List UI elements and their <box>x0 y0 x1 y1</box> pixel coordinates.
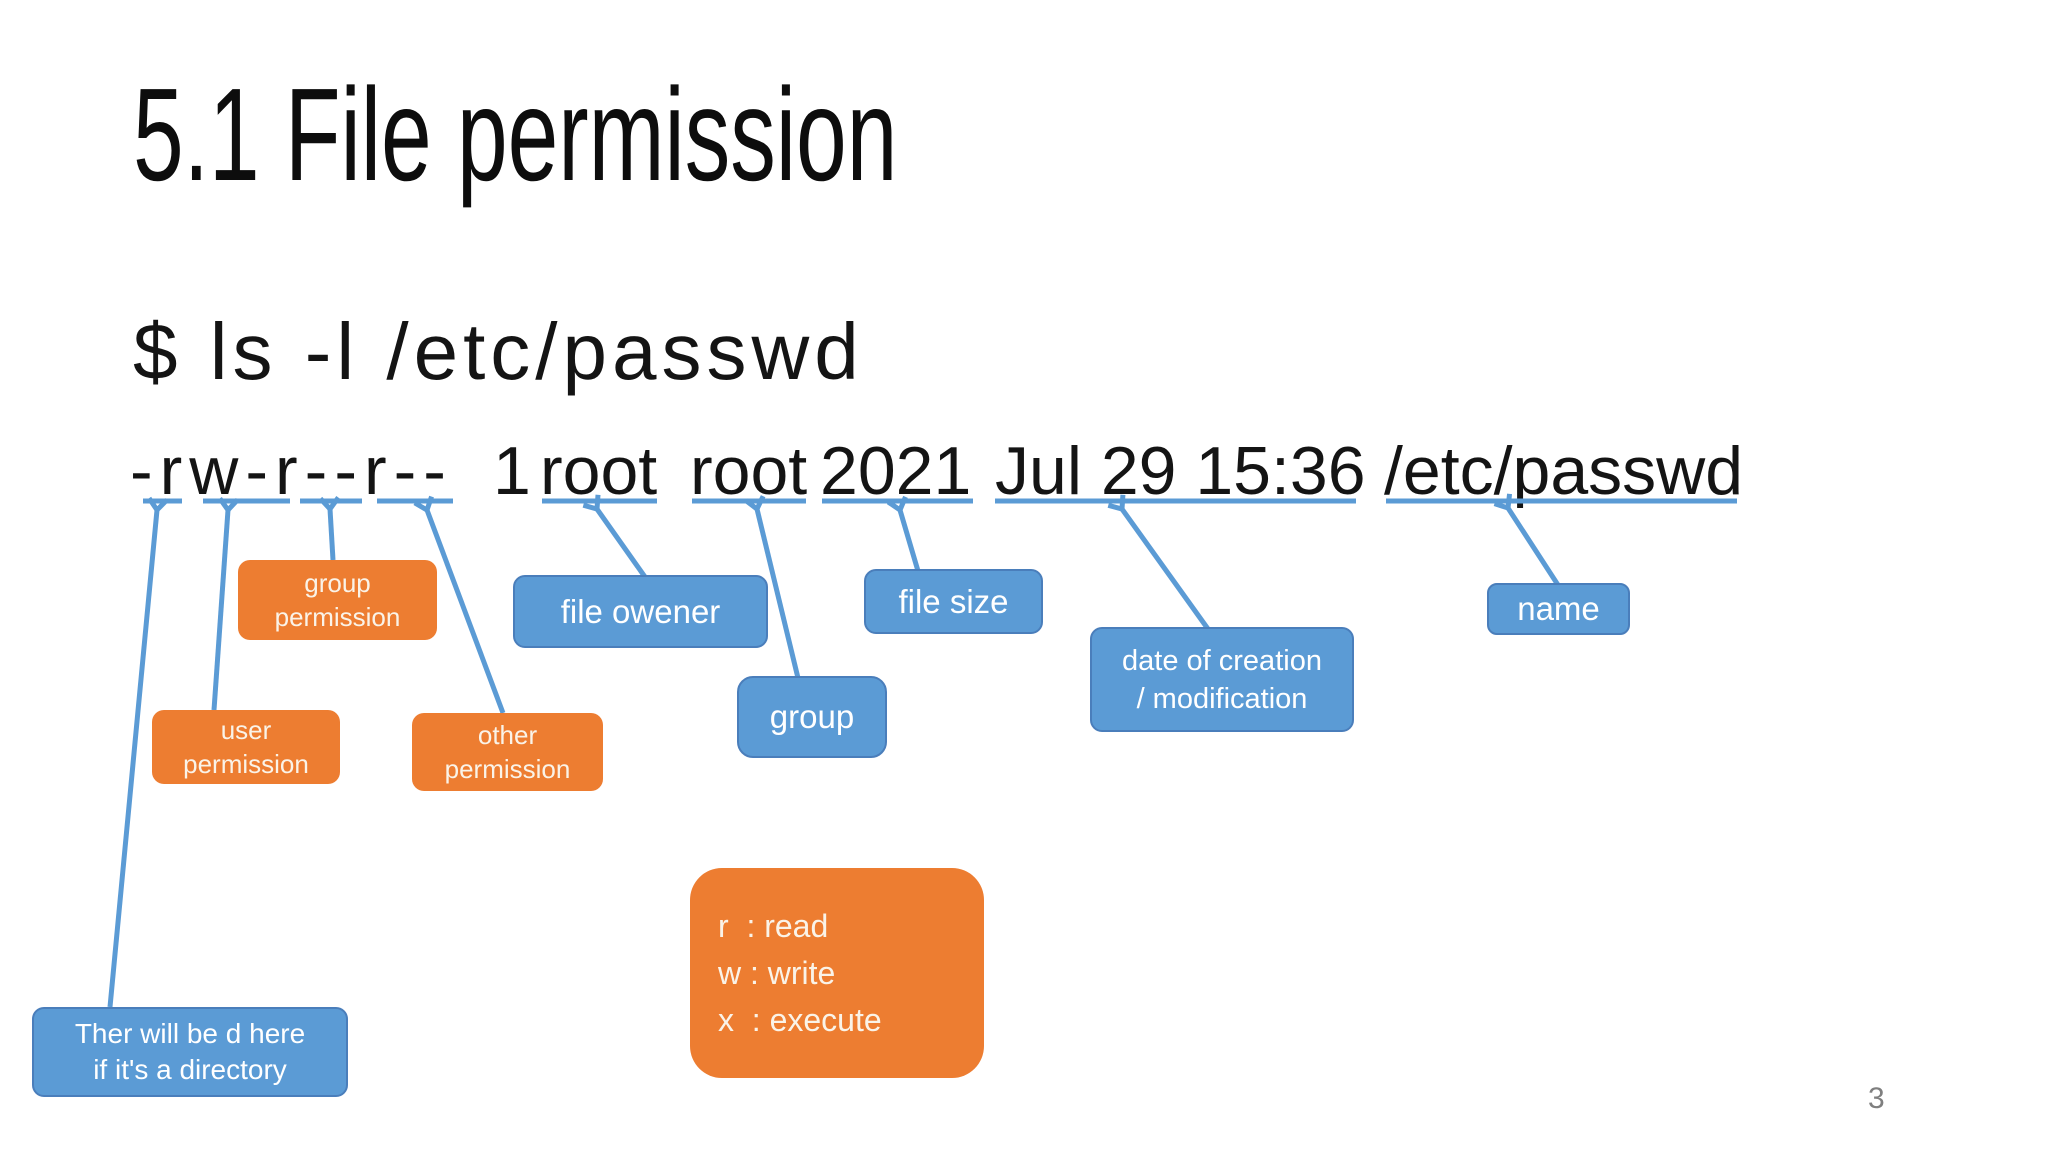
arrow-date <box>1107 494 1211 631</box>
callout-file-size: file size <box>864 569 1043 634</box>
callout-dir-note-line2: if it's a directory <box>93 1054 287 1085</box>
arrow-file-owner <box>582 494 648 579</box>
callout-name: name <box>1487 583 1630 635</box>
callout-date-line1: date of creation <box>1122 644 1322 677</box>
callout-dir-note: Ther will be d here if it's a directory <box>32 1007 348 1097</box>
callout-group-permission: group permission <box>238 560 437 640</box>
callout-file-owner: file owener <box>513 575 768 648</box>
callout-other-permission-line2: permission <box>444 754 571 784</box>
callout-other-permission: other permission <box>412 713 603 791</box>
output-token-permissions: -rw-r--r-- <box>130 433 453 509</box>
arrow-other-permission <box>413 495 506 714</box>
arrow-file-size <box>886 495 921 572</box>
legend-execute-line: x : execute <box>718 1001 882 1038</box>
page-number: 3 <box>1868 1082 1885 1115</box>
arrow-dir-flag <box>107 496 169 1008</box>
callout-group: group <box>737 676 887 758</box>
callout-group-permission-line1: group <box>304 568 371 598</box>
callout-file-owner-label: file owener <box>560 592 721 630</box>
callout-name-label: name <box>1517 590 1600 627</box>
legend-write-line: w : write <box>718 954 836 991</box>
callout-group-permission-line2: permission <box>274 602 401 632</box>
legend-read-line: r : read <box>718 907 829 944</box>
callout-dir-note-line1: Ther will be d here <box>74 1018 306 1049</box>
arrow-user-permission <box>211 496 240 711</box>
output-token-path: /etc/passwd <box>1384 433 1744 509</box>
callout-other-permission-line1: other <box>477 720 538 750</box>
callout-user-permission: user permission <box>152 710 340 784</box>
callout-rwx-legend: r : read w : write x : execute <box>690 868 984 1078</box>
output-token-link-count: 1 <box>493 433 531 509</box>
callout-file-size-label: file size <box>898 582 1009 620</box>
callout-arrows <box>107 493 1561 1008</box>
arrow-group-permission <box>318 496 341 561</box>
slide-title: 5.1 File permission <box>133 61 898 208</box>
output-token-date: Jul 29 15:36 <box>995 433 1366 509</box>
shell-command: $ ls -l /etc/passwd <box>133 307 864 396</box>
callout-date-line2: / modification <box>1136 682 1308 715</box>
callout-user-permission-line1: user <box>220 715 272 745</box>
callout-date: date of creation / modification <box>1090 627 1354 732</box>
arrow-name <box>1493 493 1561 587</box>
callout-user-permission-line2: permission <box>183 749 309 779</box>
callout-group-label: group <box>769 698 855 735</box>
arrow-group <box>744 495 801 679</box>
